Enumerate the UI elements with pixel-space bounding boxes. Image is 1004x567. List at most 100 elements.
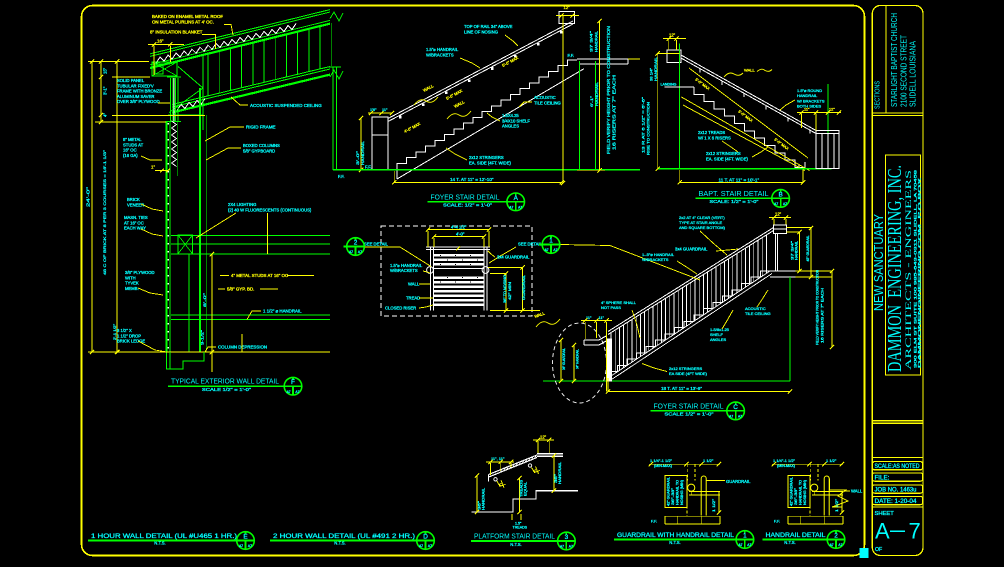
svg-text:3: 3 (565, 534, 569, 541)
svg-text:VENEER: VENEER (127, 202, 144, 207)
svg-text:F.F.: F.F. (568, 53, 575, 58)
svg-text:SEE DETAIL: SEE DETAIL (364, 242, 389, 247)
svg-text:GUARDRAIL WITH HANDRAIL DETAIL: GUARDRAIL WITH HANDRAIL DETAIL (617, 532, 734, 539)
svg-text:11": 11" (586, 315, 592, 320)
svg-text:4": 4" (103, 113, 108, 117)
svg-text:SHEET: SHEET (875, 511, 895, 517)
svg-text:16 RISERS AT 7" EACH: 16 RISERS AT 7" EACH (612, 75, 617, 150)
svg-text:SLIDELL LOUISIANA: SLIDELL LOUISIANA (909, 40, 918, 107)
svg-text:CLOSED RISER: CLOSED RISER (385, 306, 416, 311)
svg-text:HANDRAIL: HANDRAIL (595, 82, 599, 106)
svg-text:3'-1": 3'-1" (103, 86, 108, 95)
svg-text:(MIN-MAX): (MIN-MAX) (777, 464, 795, 468)
svg-text:16 RISERS AT 7" EACH: 16 RISERS AT 7" EACH (821, 287, 825, 343)
svg-text:11", 11": 11", 11" (491, 456, 505, 461)
svg-text:18 T. AT 11" = 13'-9": 18 T. AT 11" = 13'-9" (661, 386, 702, 391)
svg-text:36" GUARDRAIL: 36" GUARDRAIL (562, 348, 566, 370)
svg-text:SECTIONS: SECTIONS (875, 81, 882, 109)
svg-text:SCALE: 1/2" = 1'-0": SCALE: 1/2" = 1'-0" (443, 203, 492, 208)
svg-text:A7: A7 (295, 390, 299, 394)
svg-text:F.F.: F.F. (338, 174, 345, 179)
svg-text:TYPE AT STAIR ANGLE: TYPE AT STAIR ANGLE (679, 220, 722, 225)
svg-text:5/8" GYPBOARD: 5/8" GYPBOARD (243, 149, 275, 154)
svg-text:A7: A7 (553, 248, 557, 252)
svg-text:B: B (778, 191, 782, 198)
svg-text:42" GUARDRAIL: 42" GUARDRAIL (667, 477, 671, 506)
svg-text:24'-0": 24'-0" (86, 186, 91, 207)
svg-text:36": 36" (554, 473, 558, 483)
svg-text:JOB NO. 1463u: JOB NO. 1463u (875, 487, 918, 494)
svg-text:HANDRAIL TO: HANDRAIL TO (799, 480, 803, 505)
svg-text:1.5X4.25: 1.5X4.25 (502, 113, 519, 118)
svg-text:A: A (875, 519, 890, 544)
svg-text:1 1/2": 1 1/2" (712, 498, 716, 512)
svg-text:MEMB.: MEMB. (125, 286, 139, 291)
svg-text:8" METAL: 8" METAL (123, 137, 142, 142)
svg-text:A7: A7 (358, 250, 362, 254)
svg-text:A7: A7 (349, 250, 353, 254)
svg-text:W/ 1 X 6 RISERS: W/ 1 X 6 RISERS (698, 135, 731, 140)
svg-text:A7: A7 (569, 545, 573, 549)
svg-text:RIGID FRAME: RIGID FRAME (246, 125, 276, 130)
svg-text:36"-38": 36"-38" (794, 487, 798, 505)
svg-text:1-5/8x1.25: 1-5/8x1.25 (710, 327, 730, 332)
svg-text:TREADS: TREADS (520, 479, 524, 497)
svg-text:ON METAL PURLINS AT 4' OC.: ON METAL PURLINS AT 4' OC. (152, 20, 214, 25)
svg-text:N.T.S.: N.T.S. (784, 540, 795, 545)
svg-text:36": 36" (478, 500, 482, 510)
svg-text:1: 1 (743, 533, 747, 540)
svg-text:PLATFORM STAIR DETAIL: PLATFORM STAIR DETAIL (474, 534, 555, 541)
svg-text:WALL: WALL (534, 310, 547, 319)
svg-text:15": 15" (103, 67, 108, 74)
svg-text:F.F.: F.F. (365, 165, 372, 170)
svg-text:ALUMINUM SAVER: ALUMINUM SAVER (117, 94, 154, 99)
svg-text:OF: OF (875, 547, 882, 553)
svg-text:12": 12" (669, 33, 676, 38)
svg-text:DAMMON ENGINEERING, INC.: DAMMON ENGINEERING, INC. (884, 165, 906, 372)
svg-text:TYVEK: TYVEK (125, 281, 139, 286)
svg-text:A7: A7 (729, 415, 733, 419)
svg-text:1 1/2" DROP: 1 1/2" DROP (117, 333, 141, 338)
svg-text:(2) 40 W FLUORESCENTS (CONTINU: (2) 40 W FLUORESCENTS (CONTINUOUS) (228, 208, 312, 213)
svg-text:6'-1": 6'-1" (590, 95, 594, 107)
svg-text:NOSING (MIN): NOSING (MIN) (803, 480, 807, 505)
svg-text:EA SIDE (4FT WIDE): EA SIDE (4FT WIDE) (669, 371, 708, 376)
svg-text:8" INSULATION BLANKET: 8" INSULATION BLANKET (150, 30, 203, 35)
svg-text:3-1/2": 3-1/2" (201, 329, 205, 345)
svg-text:A7: A7 (560, 545, 564, 549)
svg-text:EQUAL: EQUAL (524, 482, 528, 496)
svg-text:A7: A7 (239, 544, 243, 548)
svg-text:TUBULAR FIXED'V: TUBULAR FIXED'V (117, 83, 154, 88)
svg-text:A7: A7 (509, 205, 513, 209)
svg-text:TILE CEILING: TILE CEILING (534, 100, 561, 105)
svg-text:ARCHITECTS - ENGINEERS: ARCHITECTS - ENGINEERS (904, 170, 913, 370)
svg-text:MASN. TIES: MASN. TIES (124, 215, 148, 220)
svg-text:3x4 GUARDRAIL: 3x4 GUARDRAIL (497, 255, 530, 260)
svg-text:N.T.S.: N.T.S. (510, 542, 521, 547)
svg-text:WALL: WALL (453, 99, 466, 109)
svg-text:SCALE 1/2" = 1'-0": SCALE 1/2" = 1'-0" (202, 387, 251, 392)
svg-text:HANDRAIL TO: HANDRAIL TO (676, 480, 680, 505)
svg-text:(MIN-MAX): (MIN-MAX) (654, 464, 672, 468)
svg-text:A: A (514, 195, 519, 202)
svg-text:F: F (291, 379, 295, 386)
svg-text:AT 16" OC: AT 16" OC (124, 220, 144, 225)
svg-text:TYPICAL EXTERIOR WALL DETAIL: TYPICAL EXTERIOR WALL DETAIL (171, 379, 279, 386)
svg-text:BRICK: BRICK (127, 197, 140, 202)
svg-text:48 C OF BRICK AT 8 PER 3 COURS: 48 C OF BRICK AT 8 PER 3 COURSES = 16'-1… (103, 149, 107, 275)
svg-text:(16 GA): (16 GA) (123, 153, 138, 158)
svg-text:BAKED ON ENAMEL METAL ROOF: BAKED ON ENAMEL METAL ROOF (152, 14, 223, 19)
svg-text:A7: A7 (248, 544, 252, 548)
svg-text:A7: A7 (545, 248, 549, 252)
svg-text:HANDRAIL: HANDRAIL (361, 141, 365, 165)
svg-text:A7: A7 (838, 543, 842, 547)
svg-text:HANDRAIL: HANDRAIL (482, 488, 486, 510)
svg-text:4'-4 1/2": 4'-4 1/2" (451, 225, 467, 230)
svg-text:12": 12" (540, 435, 547, 440)
svg-text:RISE TO CONSTRUCTION: RISE TO CONSTRUCTION (647, 102, 651, 155)
svg-text:BRICK LEDGE: BRICK LEDGE (117, 339, 145, 344)
svg-text:W/ BRACKETS: W/ BRACKETS (797, 98, 825, 103)
svg-text:STARLIGHT BAPTIST CHURCH: STARLIGHT BAPTIST CHURCH (890, 13, 899, 107)
svg-text:11 T. AT 11" = 10'-1": 11 T. AT 11" = 10'-1" (719, 177, 760, 182)
svg-text:HANDRAIL DETAIL: HANDRAIL DETAIL (766, 532, 826, 539)
